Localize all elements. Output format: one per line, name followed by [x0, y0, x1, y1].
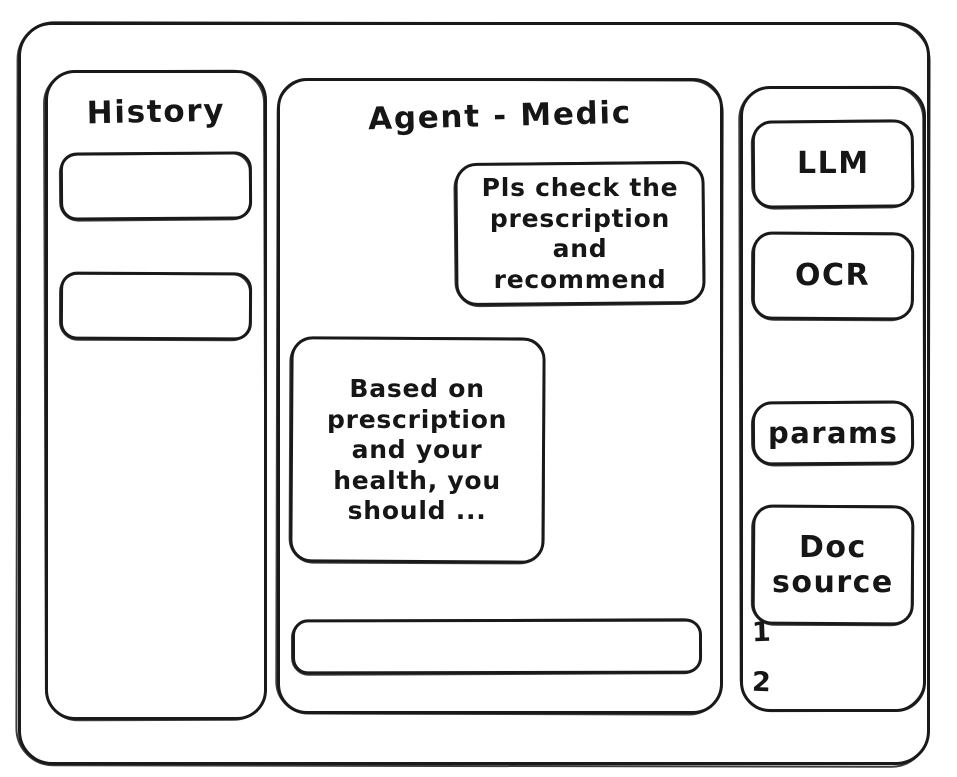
tool-button-llm[interactable]: LLM: [751, 119, 915, 209]
tool-button-ocr[interactable]: OCR: [751, 231, 915, 321]
message-composer[interactable]: [291, 618, 703, 675]
tool-button-label: Doc source: [772, 529, 894, 600]
tool-button-doc-source[interactable]: Doc source: [751, 504, 915, 626]
history-panel-title: History: [86, 92, 226, 132]
tool-button-label: OCR: [795, 258, 871, 294]
user-message-text: Pls check the prescription and recommend: [481, 172, 679, 294]
history-list-item[interactable]: [59, 271, 253, 341]
user-message-bubble: Pls check the prescription and recommend: [454, 160, 706, 307]
tool-button-params[interactable]: params: [751, 400, 915, 466]
tool-button-label: LLM: [796, 146, 870, 182]
doc-source-list-item[interactable]: 2: [751, 666, 773, 699]
doc-source-list-item[interactable]: 1: [751, 616, 773, 649]
message-input[interactable]: [310, 633, 684, 660]
tool-button-label: params: [767, 415, 899, 450]
assistant-message-text: Based on prescription and your health, y…: [327, 373, 508, 525]
history-list-item[interactable]: [59, 151, 253, 221]
assistant-message-bubble: Based on prescription and your health, y…: [289, 336, 546, 564]
